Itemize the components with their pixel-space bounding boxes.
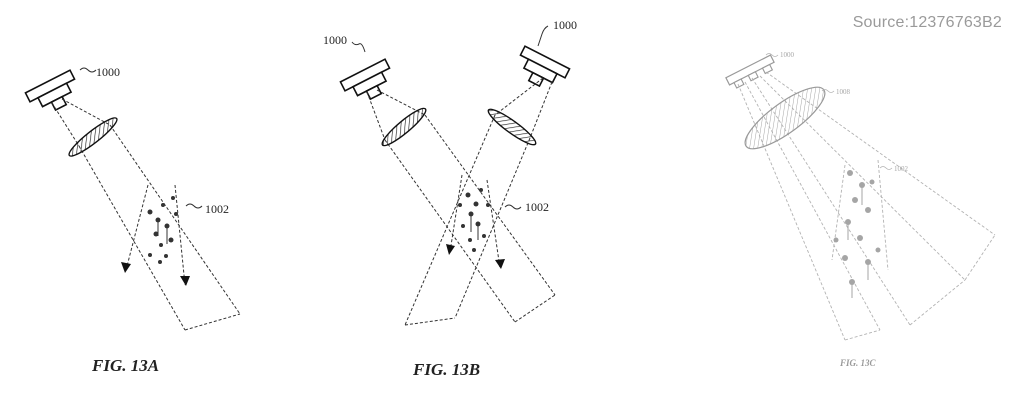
particle-cloud (458, 188, 490, 252)
leader-line (765, 53, 893, 170)
particle-cloud (147, 196, 178, 264)
lens-right (487, 108, 537, 146)
camera-device-right (519, 45, 571, 88)
caption-fig-13a: FIG. 13A (92, 356, 160, 375)
arrow-head (446, 244, 455, 255)
source-label: Source:12376763B2 (852, 14, 1002, 31)
light-beam (51, 98, 241, 331)
leader-line (351, 25, 549, 210)
label-1002: 1002 (205, 202, 229, 216)
particle-stream-lines (449, 174, 501, 269)
label-1000-right: 1000 (553, 18, 577, 32)
caption-fig-13c: FIG. 13C (840, 358, 876, 368)
leader-line (79, 67, 203, 209)
label-1000-left: 1000 (323, 33, 347, 47)
lens (68, 117, 118, 157)
figure-13c: 1000 1008 1002 (725, 51, 996, 341)
caption-fig-13b: FIG. 13B (413, 360, 481, 379)
arrow-head (495, 259, 505, 269)
lens-left (381, 107, 427, 147)
particle-tracks (470, 214, 479, 240)
lens (744, 86, 826, 150)
light-beam-right (404, 77, 553, 326)
particle-tracks (157, 220, 168, 244)
particle-tracks (847, 185, 869, 298)
label-1002: 1002 (525, 200, 549, 214)
figure-13a: 1000 1002 (24, 65, 241, 331)
arrow-head (121, 262, 131, 273)
camera-array (725, 54, 775, 89)
camera-device (24, 69, 76, 112)
arrow-head (180, 276, 190, 286)
label-1008: 1008 (836, 88, 851, 96)
label-1000: 1000 (780, 51, 795, 59)
label-1002: 1002 (894, 165, 909, 173)
camera-device-left (339, 58, 391, 101)
label-1000: 1000 (96, 65, 120, 79)
figure-13b: 1000 1000 1002 (323, 18, 577, 326)
